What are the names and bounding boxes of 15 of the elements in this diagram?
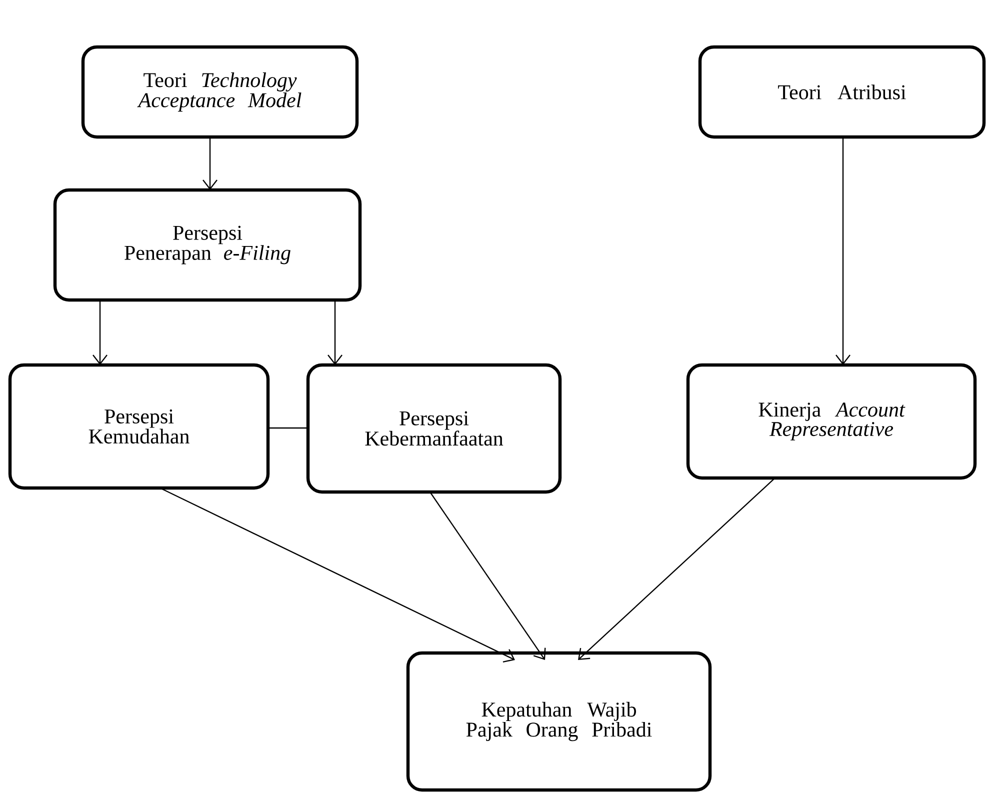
arrow xyxy=(578,478,776,660)
arrow xyxy=(328,300,342,365)
concept-box: Teori Technology Acceptance Model xyxy=(81,45,359,139)
arrow xyxy=(430,492,546,660)
concept-box: Persepsi Kebermanfaatan xyxy=(306,363,562,494)
arrow xyxy=(160,487,515,663)
concept-box: Kinerja Account Representative xyxy=(686,363,977,480)
arrow xyxy=(836,137,850,365)
arrow xyxy=(202,137,218,190)
arrow xyxy=(92,300,108,365)
concept-box: Persepsi Penerapan e-Filing xyxy=(53,188,362,302)
concept-box: Kepatuhan Wajib Pajak Orang Pribadi xyxy=(406,651,712,792)
concept-box: Teori Atribusi xyxy=(698,45,986,139)
concept-box: Persepsi Kemudahan xyxy=(8,363,270,490)
connector-line xyxy=(268,427,308,429)
